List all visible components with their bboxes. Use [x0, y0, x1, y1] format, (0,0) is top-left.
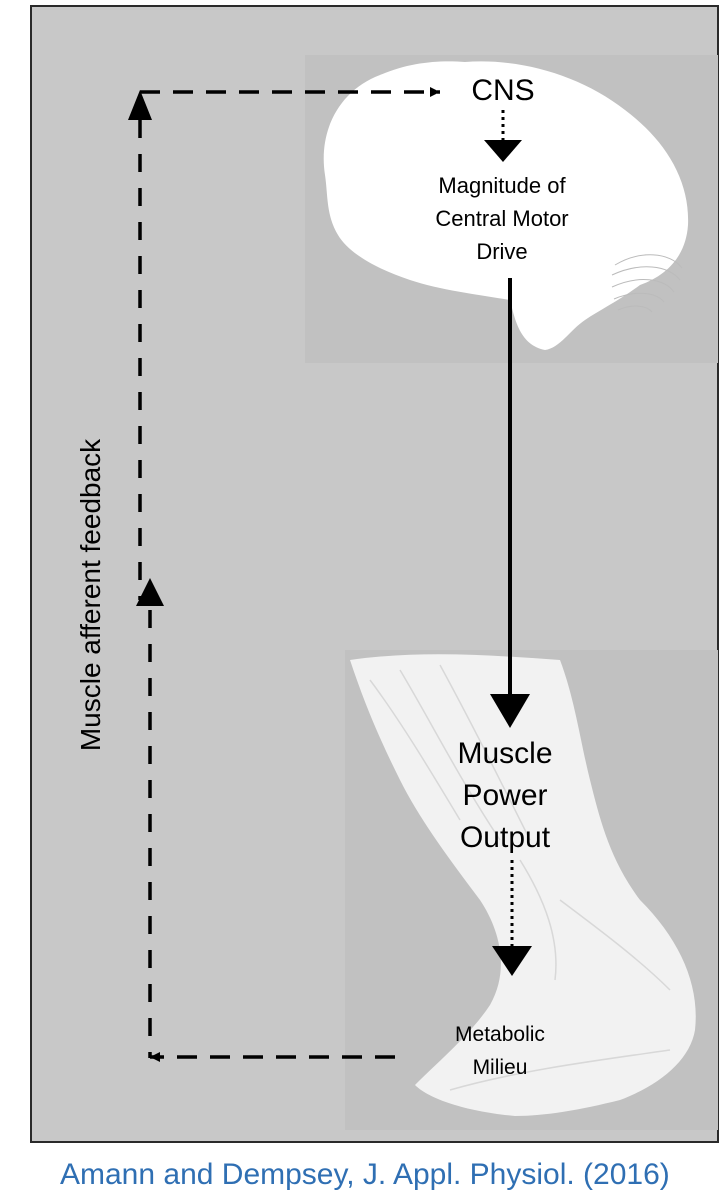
output-to-metabolic-arrowhead	[492, 946, 532, 976]
muscle-output-label-line-1: Muscle	[457, 737, 552, 770]
muscle-fiber-detail	[369, 664, 671, 1091]
cns-to-drive-arrowhead	[484, 140, 522, 162]
feedback-left-arrowhead-top	[128, 90, 152, 120]
metabolic-label-line-1: Metabolic	[455, 1023, 545, 1046]
cerebellum-detail	[611, 254, 683, 313]
leg-muscle-illustration	[350, 654, 696, 1116]
muscle-output-label-line-2: Power	[462, 779, 547, 812]
central-drive-label-line-2: Central Motor	[435, 206, 568, 231]
drive-to-muscle-arrowhead	[490, 694, 530, 728]
feedback-left-arrowhead-middle	[136, 578, 164, 606]
brain-illustration	[323, 61, 689, 350]
central-drive-label-line-1: Magnitude of	[438, 173, 566, 198]
central-drive-label-line-3: Drive	[476, 239, 527, 264]
metabolic-label-line-2: Milieu	[473, 1056, 528, 1079]
muscle-output-label-line-3: Output	[460, 821, 551, 854]
feedback-label: Muscle afferent feedback	[75, 438, 106, 751]
citation-text: Amann and Dempsey, J. Appl. Physiol. (20…	[60, 1158, 670, 1191]
cns-label: CNS	[471, 74, 534, 107]
